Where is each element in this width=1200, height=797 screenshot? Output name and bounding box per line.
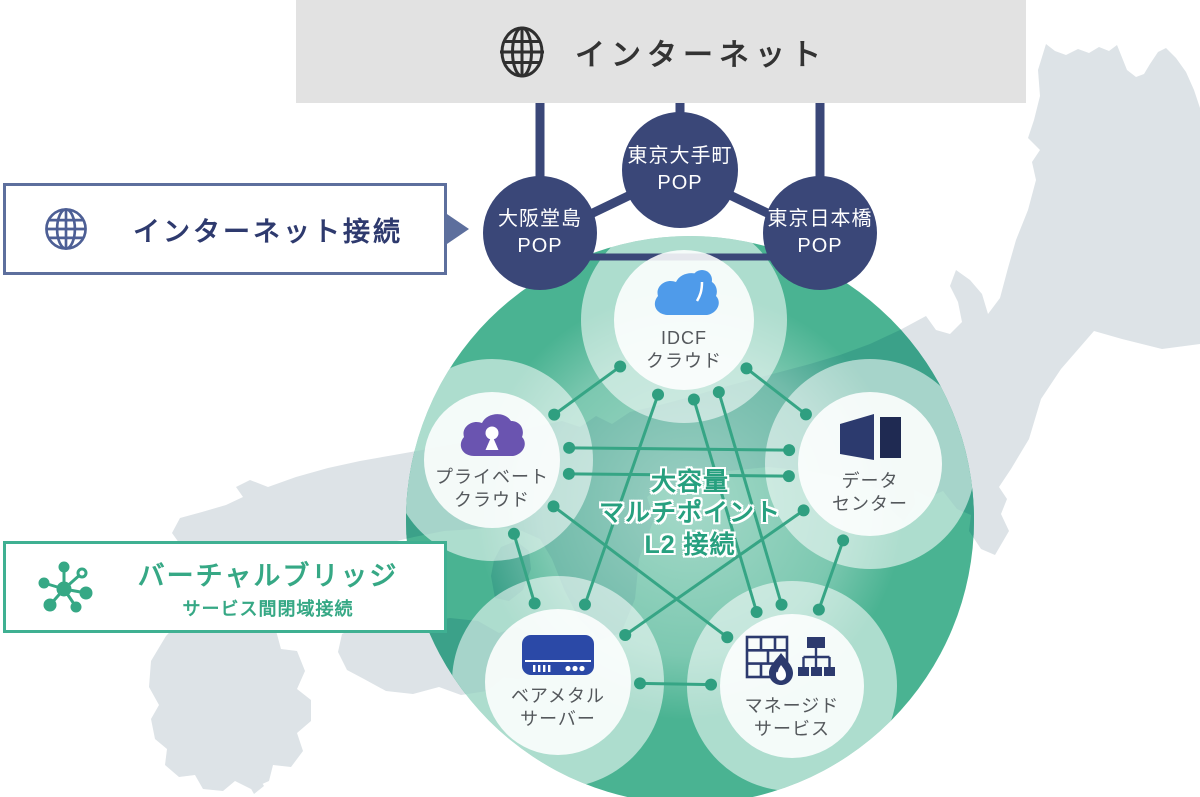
hub-icon <box>38 561 93 613</box>
service-label: データ <box>841 470 899 491</box>
virtual-bridge-label-box: バーチャルブリッジ サービス間閉域接続 <box>3 541 447 633</box>
internet-connect-title: インターネット接続 <box>133 216 403 247</box>
pop-type: POP <box>517 235 563 257</box>
building-icon <box>840 413 901 460</box>
pop-tokyo-nihonbashi: 東京日本橋 POP <box>763 176 877 290</box>
pop-name: 東京大手町 <box>627 145 733 167</box>
globe-icon <box>500 26 544 77</box>
service-label: サービス <box>753 719 830 739</box>
hub-caption: 大容量 マルチポイント L2 接続 <box>575 467 805 561</box>
pop-type: POP <box>657 172 703 194</box>
server-icon <box>522 634 594 675</box>
internet-banner-label: インターネット <box>575 38 827 72</box>
service-label: IDCF <box>661 327 707 348</box>
cloud-icon <box>654 269 719 315</box>
service-label: センター <box>832 494 908 514</box>
service-baremetal-server: ベアメタル サーバー <box>485 609 631 755</box>
service-label: サーバー <box>520 709 596 729</box>
virtual-bridge-subtitle: サービス間閉域接続 <box>182 598 354 619</box>
globe-icon <box>45 208 87 250</box>
pop-name: 東京日本橋 <box>767 208 873 230</box>
firewall-sitemap-icon <box>745 635 835 685</box>
internet-connect-label-box: インターネット接続 <box>3 183 469 275</box>
l2-mesh-lines <box>507 360 850 691</box>
pop-type: POP <box>797 235 843 257</box>
service-private-cloud: プライベート クラウド <box>424 392 560 528</box>
service-idcf-cloud: IDCF クラウド <box>614 250 754 390</box>
internet-banner: インターネット <box>296 0 1026 103</box>
service-label: クラウド <box>646 351 722 371</box>
pop-osaka-dojima: 大阪堂島 POP <box>483 176 597 290</box>
hub-caption-line: マルチポイント <box>598 499 781 528</box>
pop-tokyo-otemachi: 東京大手町 POP <box>622 112 738 228</box>
hub-caption-line: 大容量 <box>650 468 729 496</box>
pop-name: 大阪堂島 <box>498 208 582 230</box>
lock-cloud-icon <box>460 413 525 456</box>
service-managed-service: マネージド サービス <box>720 614 864 758</box>
arrow-right-icon <box>444 212 469 246</box>
service-label: クラウド <box>454 490 530 510</box>
service-label: ベアメタル <box>510 685 606 706</box>
virtual-bridge-title: バーチャルブリッジ <box>137 560 399 591</box>
service-label: マネージド <box>744 695 840 716</box>
service-label: プライベート <box>435 466 549 487</box>
hub-caption-line: L2 接続 <box>644 530 736 559</box>
service-datacenter: データ センター <box>798 392 942 536</box>
